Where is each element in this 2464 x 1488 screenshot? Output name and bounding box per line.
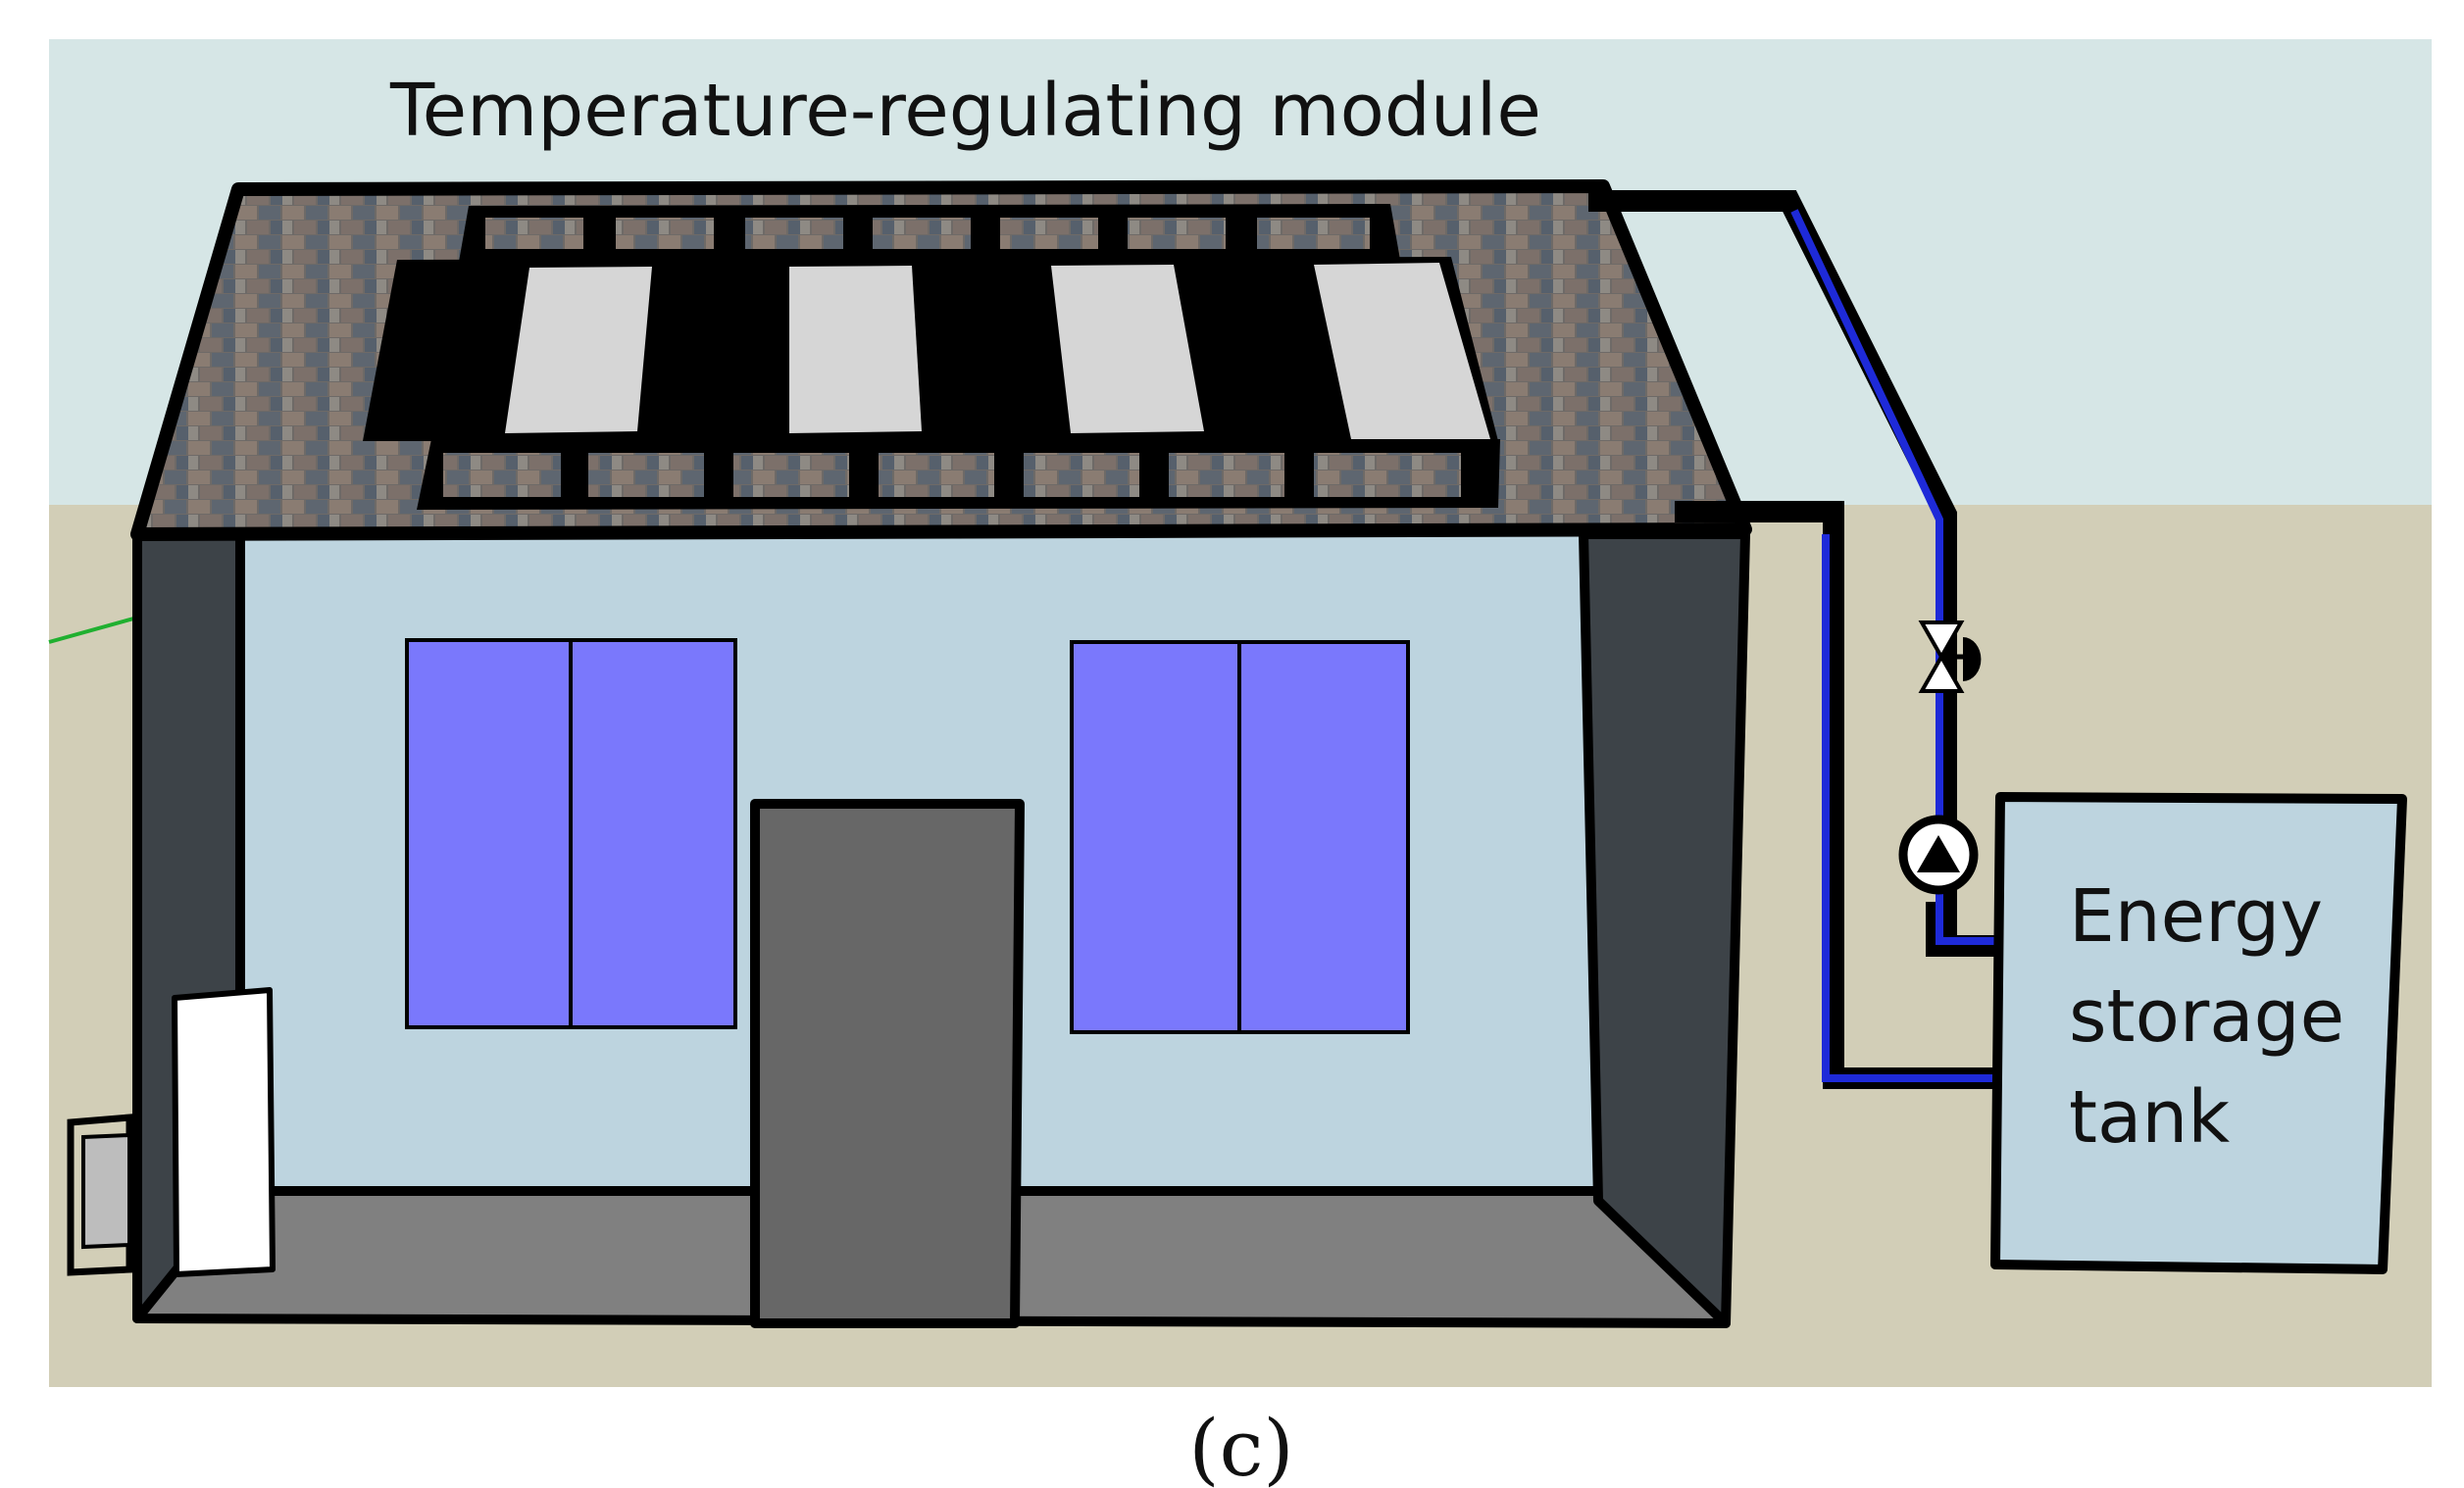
valve-icon (1918, 620, 1982, 693)
left-window (405, 638, 737, 1029)
collector-bottom-row (417, 439, 1500, 510)
door (750, 799, 1025, 1328)
collector-panel-3 (1051, 265, 1204, 433)
energy-storage-tank: Energy storage tank (1990, 792, 2407, 1274)
module-label: Temperature-regulating module (389, 69, 1541, 153)
collector-panel-4 (1314, 263, 1490, 439)
collector-panel-2 (789, 266, 922, 433)
tank-label-line-1: Energy (2069, 874, 2323, 959)
tank-label-line-3: tank (2069, 1075, 2230, 1160)
green-axis-line (48, 616, 138, 644)
right-side-wall (1579, 529, 1750, 1328)
collector-panels (363, 257, 1498, 441)
collector-top-row (459, 204, 1400, 262)
indoor-unit (67, 987, 276, 1277)
collector-panel-1 (505, 267, 652, 433)
tank-label-line-2: storage (2069, 974, 2344, 1059)
pipe-fluid (1790, 209, 2000, 1082)
pump-icon (1898, 815, 1979, 895)
panel-label: (c) (1188, 1403, 1293, 1488)
right-window (1070, 640, 1410, 1034)
